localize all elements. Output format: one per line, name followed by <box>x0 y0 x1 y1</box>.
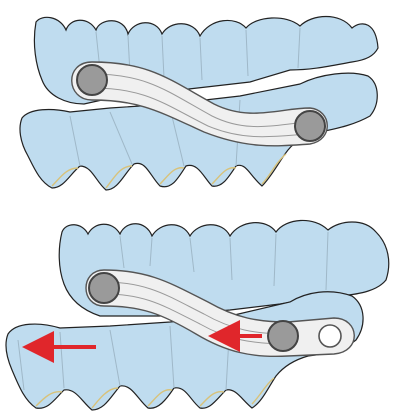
lower-pin <box>294 110 326 142</box>
connector-bar-groove <box>103 293 289 345</box>
upper-pin <box>88 272 120 304</box>
upper-pin <box>76 64 108 96</box>
connector-bar <box>71 61 328 147</box>
upper-jaw-tooth-lines <box>119 231 329 291</box>
lower-jaw-teeth-edge <box>51 153 287 189</box>
connector-bar-groove <box>91 87 309 138</box>
bottom-panel <box>5 219 390 411</box>
lower-pin <box>267 320 299 352</box>
connector-bar-groove <box>91 73 309 128</box>
connector-bar-groove <box>103 281 289 335</box>
top-panel <box>19 16 379 191</box>
lower-jaw-teeth-edge <box>35 377 275 409</box>
slot-hole <box>318 324 342 348</box>
lower-jaw-splint <box>19 72 378 191</box>
